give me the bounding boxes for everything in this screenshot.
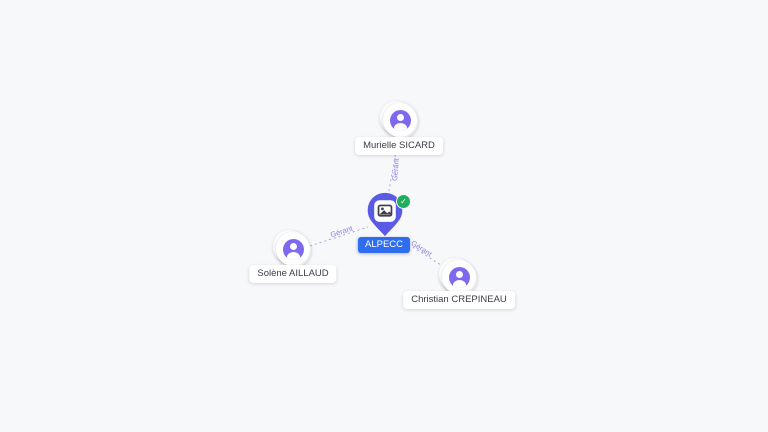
check-icon: ✓ (400, 197, 407, 206)
person-name-label[interactable]: Solène AILLAUD (249, 265, 337, 283)
person-icon (282, 238, 304, 260)
company-pin-icon[interactable] (366, 192, 404, 237)
person-icon (448, 266, 470, 288)
edge-label-gerant-left: Gérant (329, 223, 354, 240)
company-icon (377, 204, 393, 217)
person-node-christian-crepineau[interactable] (439, 257, 479, 297)
person-node-murielle-sicard[interactable] (380, 100, 420, 140)
edge-label-gerant-top: Gérant (389, 157, 401, 182)
verified-badge-icon: ✓ (396, 194, 411, 209)
person-node-circle[interactable] (383, 103, 417, 137)
person-node-solene-aillaud[interactable] (273, 229, 313, 269)
company-name-chip[interactable]: ALPECC (357, 237, 411, 253)
person-icon (389, 109, 411, 131)
person-name-label[interactable]: Murielle SICARD (355, 137, 443, 155)
person-node-circle[interactable] (442, 260, 476, 294)
edge-label-gerant-right: Gérant (409, 238, 434, 259)
person-node-circle[interactable] (276, 232, 310, 266)
person-name-label[interactable]: Christian CREPINEAU (403, 291, 515, 309)
company-node-alpecc[interactable]: ✓ (366, 192, 411, 244)
